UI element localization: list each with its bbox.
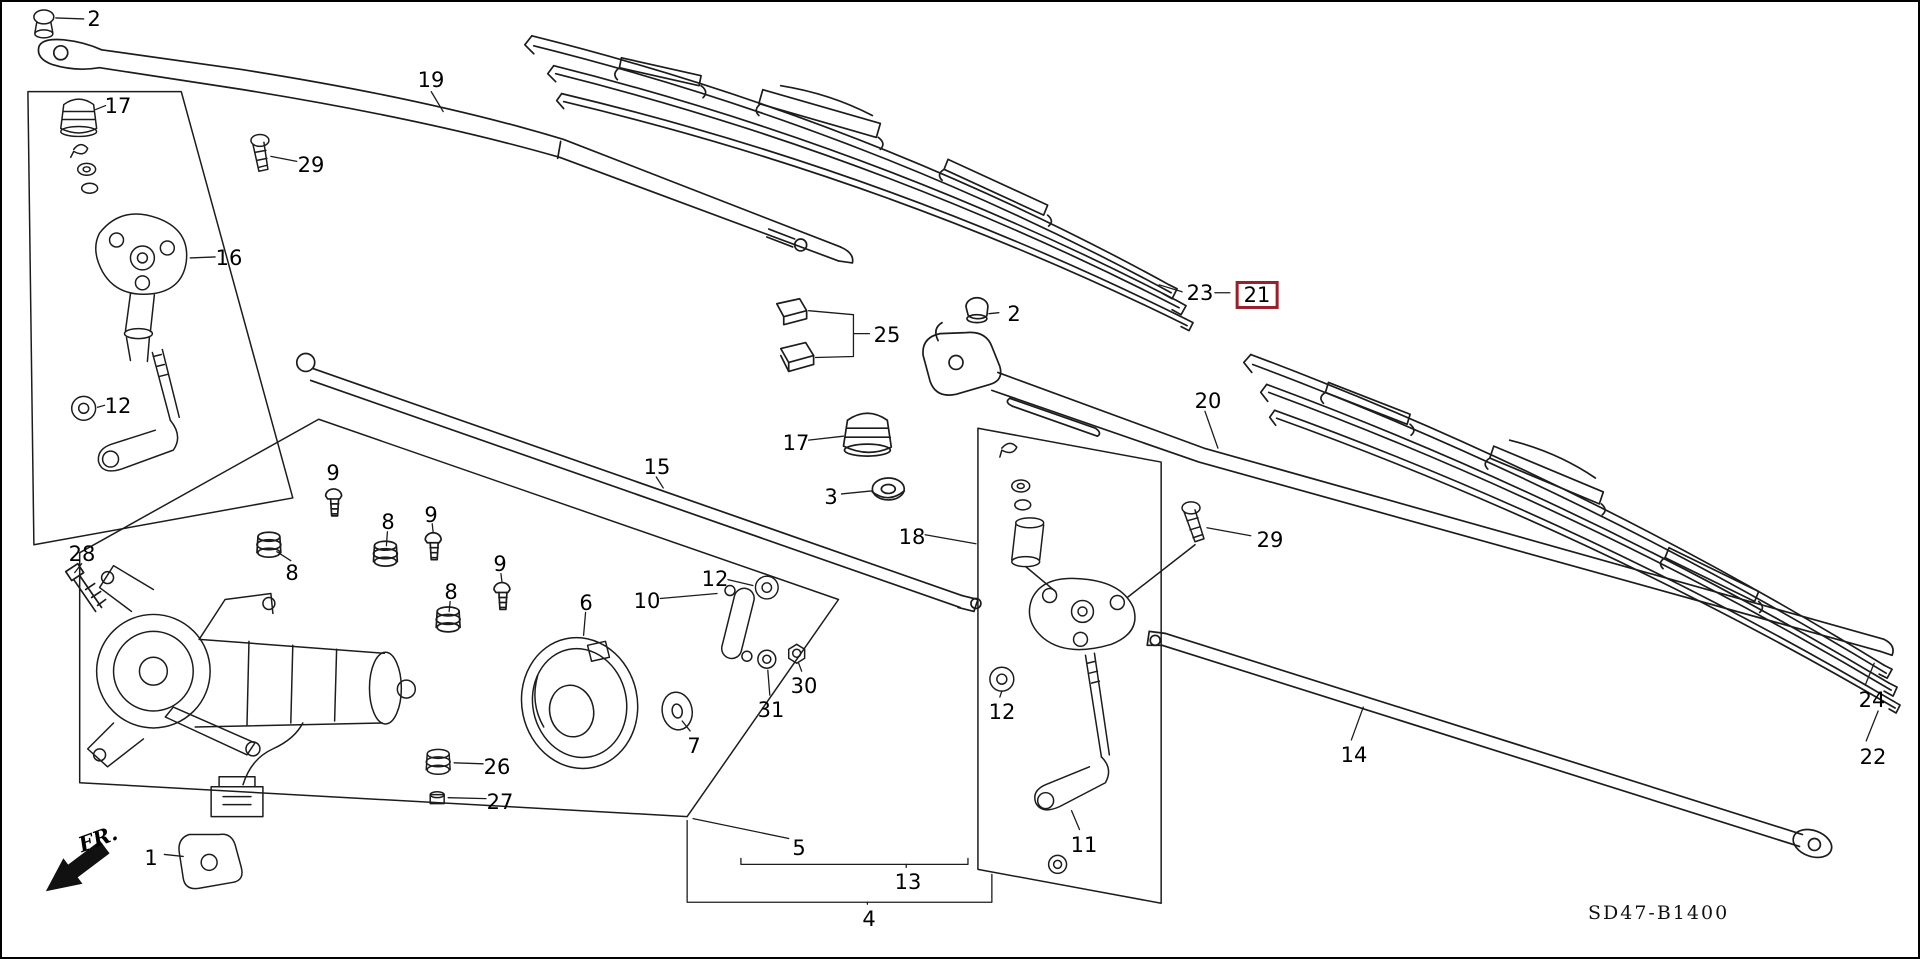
part-label-29[interactable]: 29 — [1256, 527, 1284, 552]
part-label-8[interactable]: 8 — [444, 579, 458, 604]
wiper-arm-19 — [37, 38, 854, 264]
part-label-18[interactable]: 18 — [898, 524, 926, 549]
diagram-code: SD47-B1400 — [1588, 902, 1730, 924]
fastener-parts — [64, 488, 511, 633]
part-label-24[interactable]: 24 — [1858, 687, 1886, 712]
leader-lines — [55, 17, 1879, 905]
wiper-blade-22-24 — [1242, 353, 1901, 714]
part-label-26[interactable]: 26 — [483, 754, 511, 779]
part-label-21-highlighted[interactable]: 21 — [1235, 280, 1279, 310]
linkage-rod-15 — [295, 352, 982, 613]
part-label-17[interactable]: 17 — [104, 93, 132, 118]
small-parts — [775, 296, 989, 501]
part-label-14[interactable]: 14 — [1340, 742, 1368, 767]
part-label-22[interactable]: 22 — [1859, 744, 1887, 769]
part-label-15[interactable]: 15 — [643, 454, 671, 479]
part-label-29[interactable]: 29 — [297, 152, 325, 177]
part-label-16[interactable]: 16 — [215, 245, 243, 270]
wiper-motor-assembly — [78, 418, 840, 890]
part-label-13[interactable]: 13 — [894, 869, 922, 894]
fr-arrow-icon — [45, 840, 110, 892]
part-label-20[interactable]: 20 — [1194, 388, 1222, 413]
part-label-2[interactable]: 2 — [1007, 301, 1021, 326]
part-label-9[interactable]: 9 — [424, 502, 438, 527]
wiper-arm-20 — [922, 321, 1894, 657]
part-label-28[interactable]: 28 — [68, 541, 96, 566]
part-label-11[interactable]: 11 — [1070, 832, 1098, 857]
part-label-1[interactable]: 1 — [144, 845, 158, 870]
part-label-9[interactable]: 9 — [326, 460, 340, 485]
part-label-7[interactable]: 7 — [687, 733, 701, 758]
part-label-31[interactable]: 31 — [757, 697, 785, 722]
part-label-19[interactable]: 19 — [417, 67, 445, 92]
part-label-5[interactable]: 5 — [792, 835, 806, 860]
part-label-3[interactable]: 3 — [824, 484, 838, 509]
right-pivot-assembly — [977, 427, 1205, 904]
part-label-8[interactable]: 8 — [381, 509, 395, 534]
part-label-17[interactable]: 17 — [782, 430, 810, 455]
part-label-12[interactable]: 12 — [701, 566, 729, 591]
part-label-2[interactable]: 2 — [87, 6, 101, 31]
part-label-9[interactable]: 9 — [493, 551, 507, 576]
part-label-8[interactable]: 8 — [285, 560, 299, 585]
linkage-rod-14 — [1146, 630, 1833, 859]
part-label-4[interactable]: 4 — [862, 906, 876, 931]
part-label-12[interactable]: 12 — [104, 393, 132, 418]
part-label-30[interactable]: 30 — [790, 673, 818, 698]
left-pivot-assembly — [27, 9, 294, 546]
part-label-23[interactable]: 23 — [1186, 280, 1214, 305]
part-label-12[interactable]: 12 — [988, 699, 1016, 724]
part-label-27[interactable]: 27 — [486, 789, 514, 814]
part-label-25[interactable]: 25 — [873, 322, 901, 347]
part-label-6[interactable]: 6 — [579, 590, 593, 615]
wiper-blade-21-23 — [523, 35, 1194, 332]
part-label-10[interactable]: 10 — [633, 588, 661, 613]
